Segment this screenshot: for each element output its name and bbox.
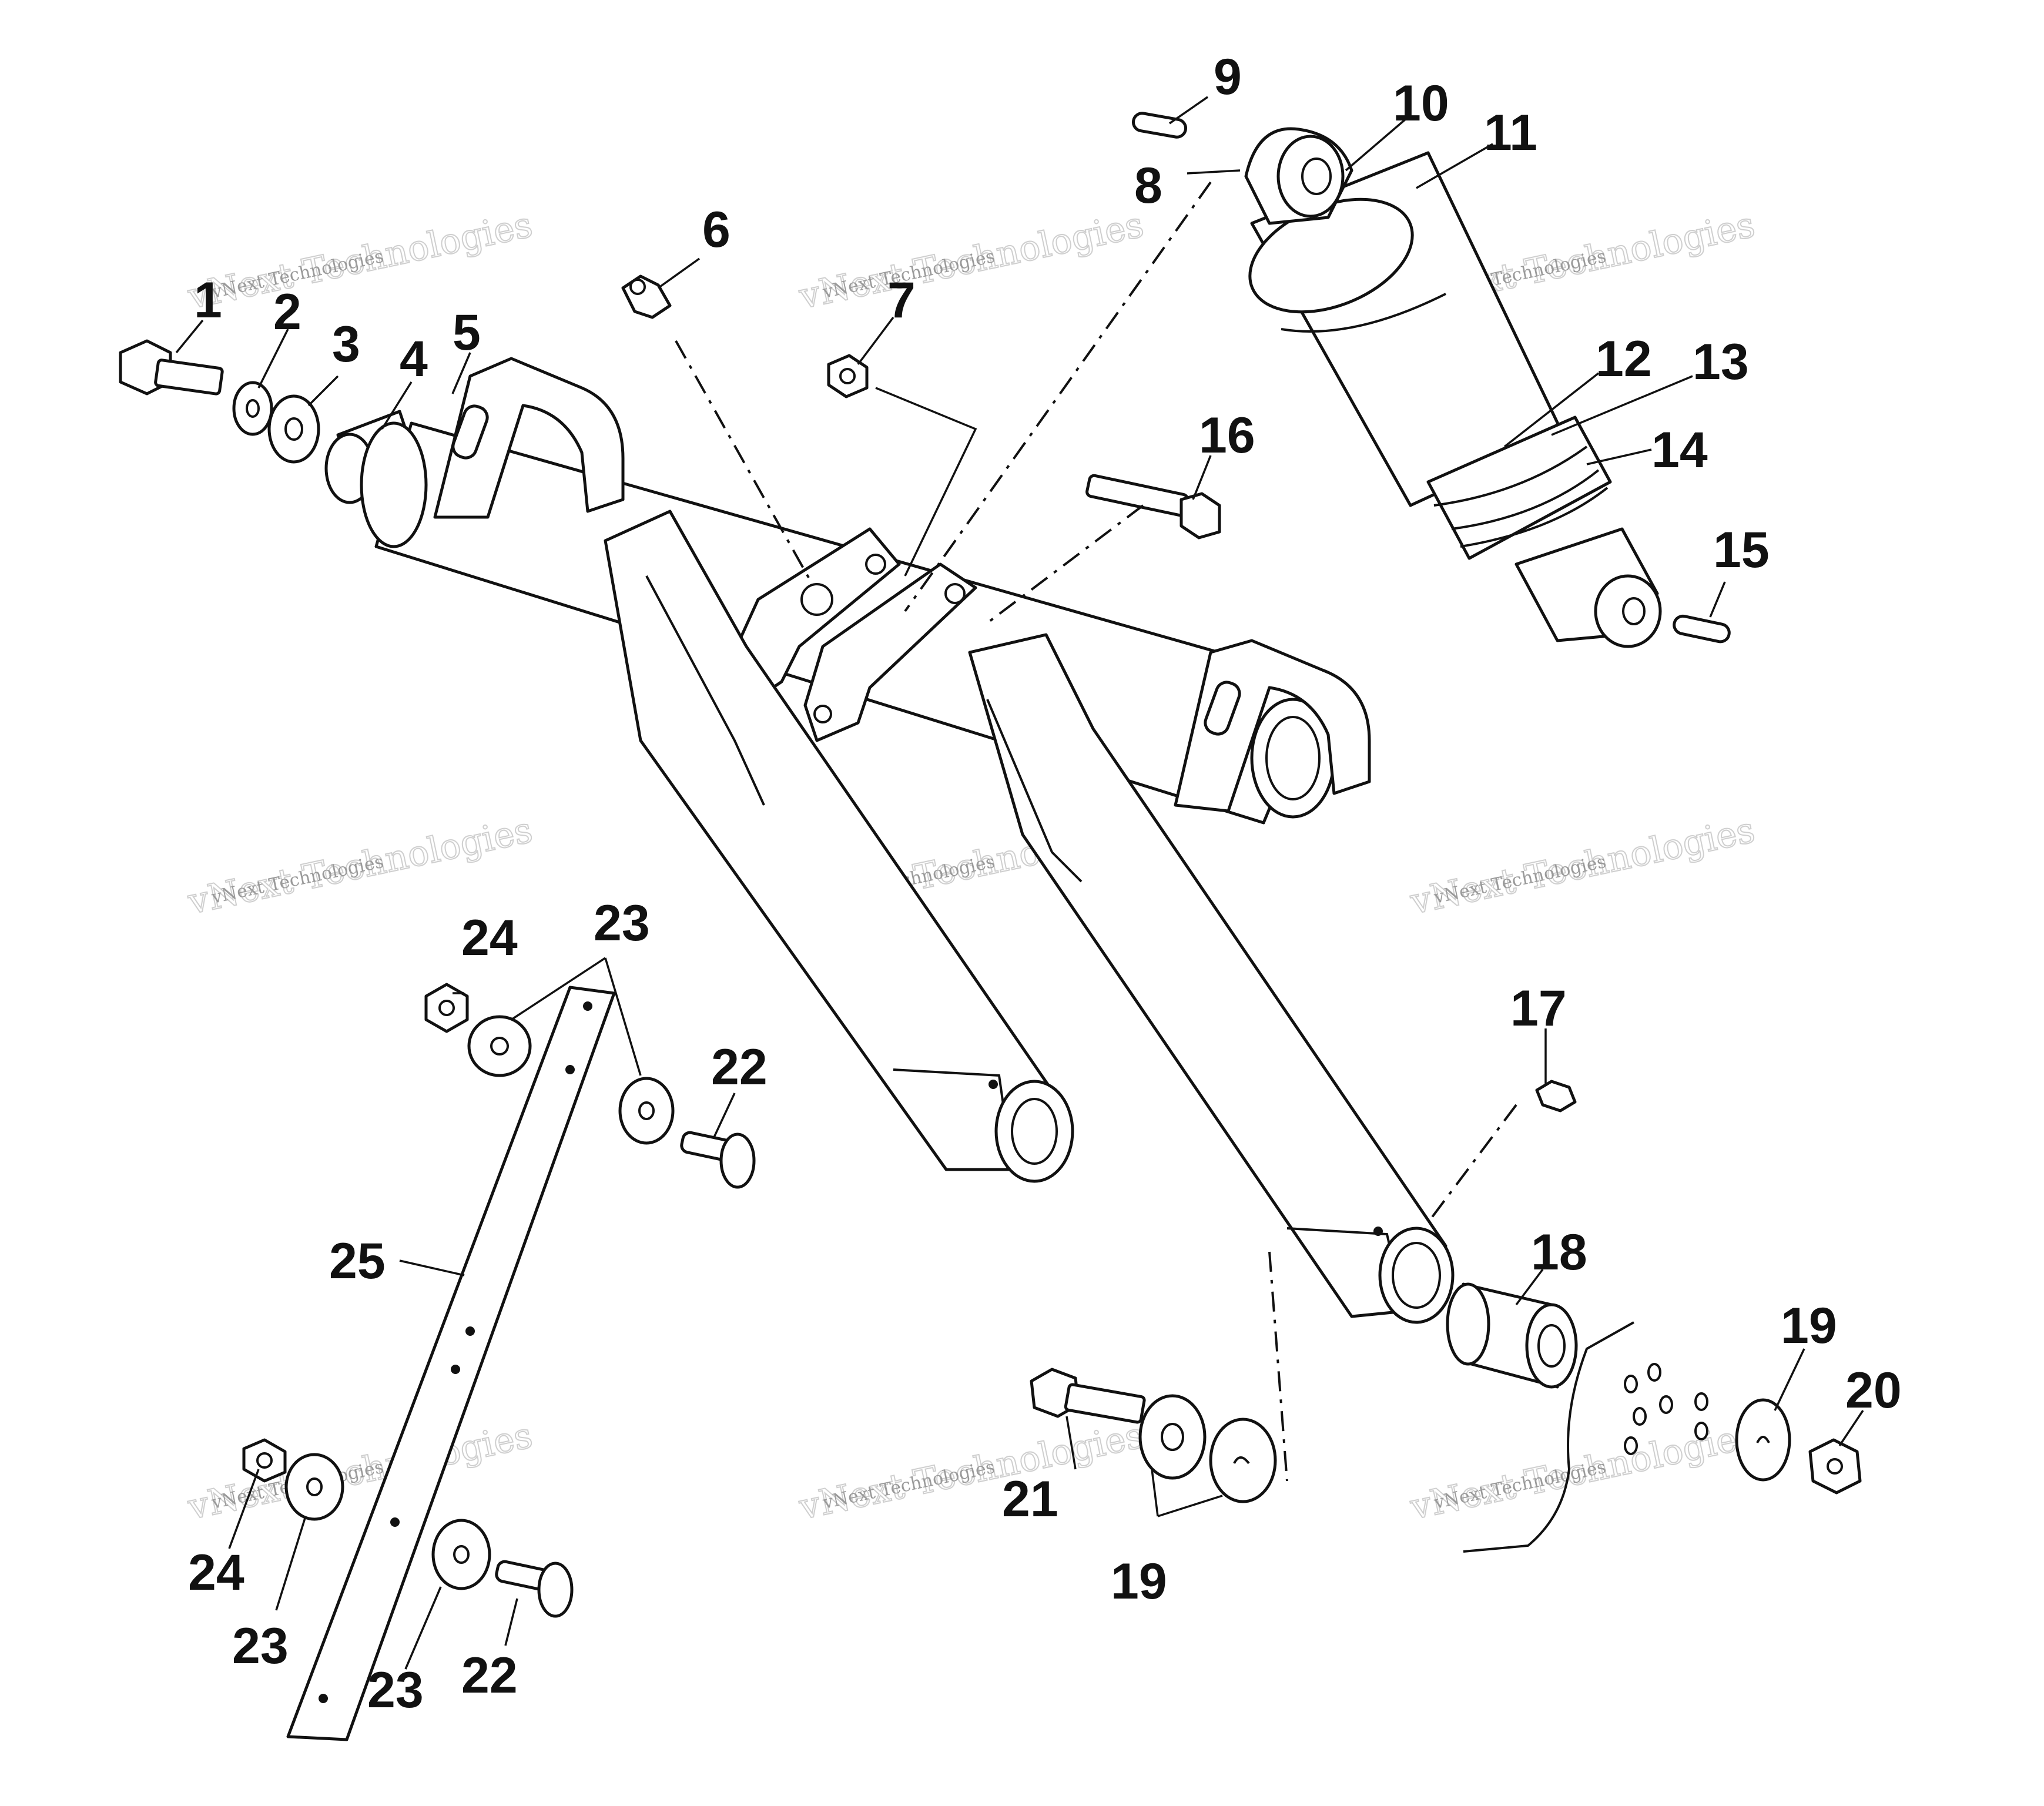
part-19-washer — [1735, 1398, 1791, 1482]
callout-22-upper: 22 — [711, 1039, 768, 1095]
part-15-pin — [1673, 614, 1731, 644]
callout-19-right: 19 — [1781, 1298, 1837, 1354]
callout-5: 5 — [453, 304, 481, 361]
part-23-washer — [618, 1077, 675, 1145]
part-16-bolt — [1085, 474, 1221, 540]
part-6-grease-fitting — [621, 274, 672, 319]
callout-18: 18 — [1531, 1224, 1587, 1281]
callout-15: 15 — [1713, 522, 1770, 578]
part-21-bolt — [1030, 1368, 1146, 1424]
part-23-washer — [431, 1519, 491, 1590]
part-24-nut — [242, 1438, 287, 1483]
watermark: vNext Technologies vNext Technologies — [795, 203, 1148, 318]
callout-24-lower: 24 — [188, 1544, 244, 1601]
callout-11: 11 — [1484, 105, 1537, 161]
watermark: vNext Technologies vNext Technologies — [183, 203, 537, 318]
part-20-nut — [1808, 1438, 1862, 1495]
part-25-strap — [286, 986, 616, 1741]
callout-10: 10 — [1393, 75, 1449, 132]
callout-8: 8 — [1134, 158, 1162, 214]
part-5-clamp-bracket — [433, 357, 625, 519]
callout-23-upper: 23 — [594, 895, 650, 951]
part-19-washer — [1138, 1394, 1207, 1480]
callout-1: 1 — [194, 272, 222, 329]
callout-4: 4 — [400, 331, 428, 387]
callout-23-lower-left: 23 — [232, 1618, 289, 1674]
part-2-washer — [232, 381, 273, 436]
watermark: vNext Technologies vNext Technologies — [1406, 809, 1759, 923]
clamp-bracket-right — [1174, 639, 1371, 813]
part-23-washer — [284, 1453, 344, 1521]
leader-lines — [175, 96, 1864, 1670]
callout-24-upper: 24 — [461, 910, 518, 966]
callout-9: 9 — [1214, 49, 1242, 105]
callout-23-lower-mid: 23 — [367, 1662, 424, 1718]
part-9-pin — [1131, 112, 1188, 139]
callout-19-bottom: 19 — [1111, 1553, 1167, 1610]
callout-6: 6 — [702, 202, 731, 258]
callout-14: 14 — [1651, 422, 1708, 478]
watermark: vNext Technologies vNext Technologies — [795, 1414, 1148, 1529]
part-17-grease-fitting — [1535, 1080, 1577, 1113]
callout-12: 12 — [1596, 331, 1652, 387]
watermark: vNext Technologies vNext Technologies — [183, 1414, 537, 1529]
callout-3: 3 — [332, 316, 360, 373]
callout-20: 20 — [1845, 1362, 1902, 1419]
assembly-lines — [675, 181, 1517, 1482]
watermark: vNext Technologies vNext Technologies — [183, 809, 537, 923]
callout-22-lower: 22 — [461, 1647, 518, 1704]
part-18-spacer — [1446, 1282, 1578, 1389]
frame-fragment — [1463, 1321, 1708, 1553]
part-7-nut — [827, 354, 869, 398]
callout-21: 21 — [1002, 1471, 1058, 1527]
callouts: 1 2 3 4 5 6 7 8 9 10 11 12 13 14 15 16 1… — [188, 49, 1902, 1718]
callout-17: 17 — [1510, 980, 1567, 1037]
callout-7: 7 — [887, 272, 916, 329]
shock-absorber — [1244, 127, 1662, 648]
callout-25: 25 — [329, 1233, 386, 1289]
part-24-nut — [424, 983, 469, 1033]
callout-13: 13 — [1693, 334, 1749, 390]
right-trailing-arm — [968, 633, 1455, 1324]
part-1-bolt — [119, 339, 224, 396]
callout-16: 16 — [1199, 407, 1255, 464]
part-23-washer — [467, 1015, 532, 1077]
callout-2: 2 — [273, 284, 301, 340]
left-trailing-arm — [604, 510, 1074, 1183]
part-22-pin — [495, 1560, 574, 1618]
part-22-pin — [680, 1131, 756, 1189]
part-3-washer — [267, 394, 320, 464]
part-19-washer — [1209, 1418, 1277, 1503]
